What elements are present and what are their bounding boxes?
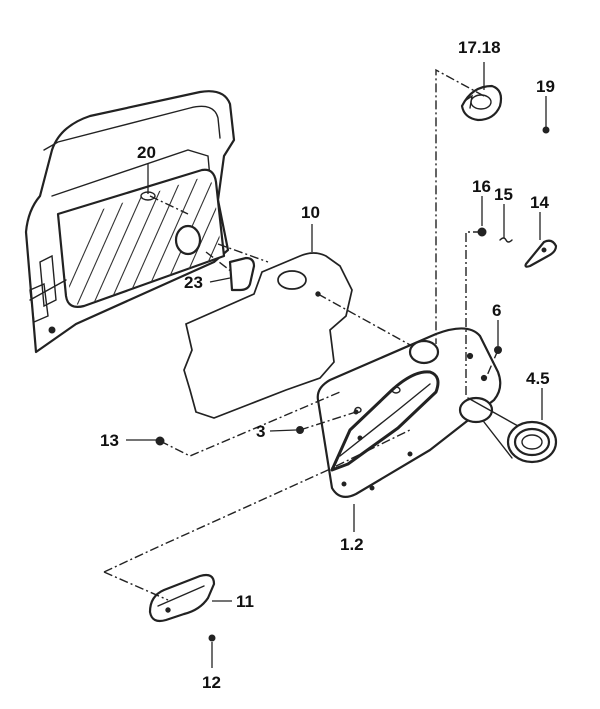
callout-3: 3 (256, 422, 265, 441)
callout-13: 13 (100, 431, 119, 450)
door-trim-panel (316, 327, 502, 499)
door-frame (24, 90, 236, 354)
callout-23: 23 (184, 273, 203, 292)
callout-20: 20 (137, 143, 156, 162)
armrest (148, 573, 216, 623)
inside-handle-bezel (460, 84, 503, 122)
callout-10: 10 (301, 203, 320, 222)
callout-15: 15 (494, 185, 513, 204)
leader-lines (126, 62, 547, 668)
callout-17-18: 17.18 (458, 38, 501, 57)
callout-6: 6 (492, 301, 501, 320)
callout-labels: 17.18 19 20 16 15 14 10 23 6 4.5 13 3 1.… (100, 38, 555, 692)
callout-14: 14 (530, 193, 549, 212)
callout-19: 19 (536, 77, 555, 96)
armrest-screw (208, 634, 216, 642)
callout-16: 16 (472, 177, 491, 196)
regulator-handle-group (477, 227, 558, 268)
inner-panel-sheet (183, 252, 353, 419)
callout-12: 12 (202, 673, 221, 692)
callout-11: 11 (236, 592, 254, 611)
sealing-pad (228, 256, 256, 292)
alignment-lines (103, 68, 499, 601)
speaker-assembly (458, 396, 558, 464)
callout-1-2: 1.2 (340, 535, 364, 554)
callout-4-5: 4.5 (526, 369, 550, 388)
